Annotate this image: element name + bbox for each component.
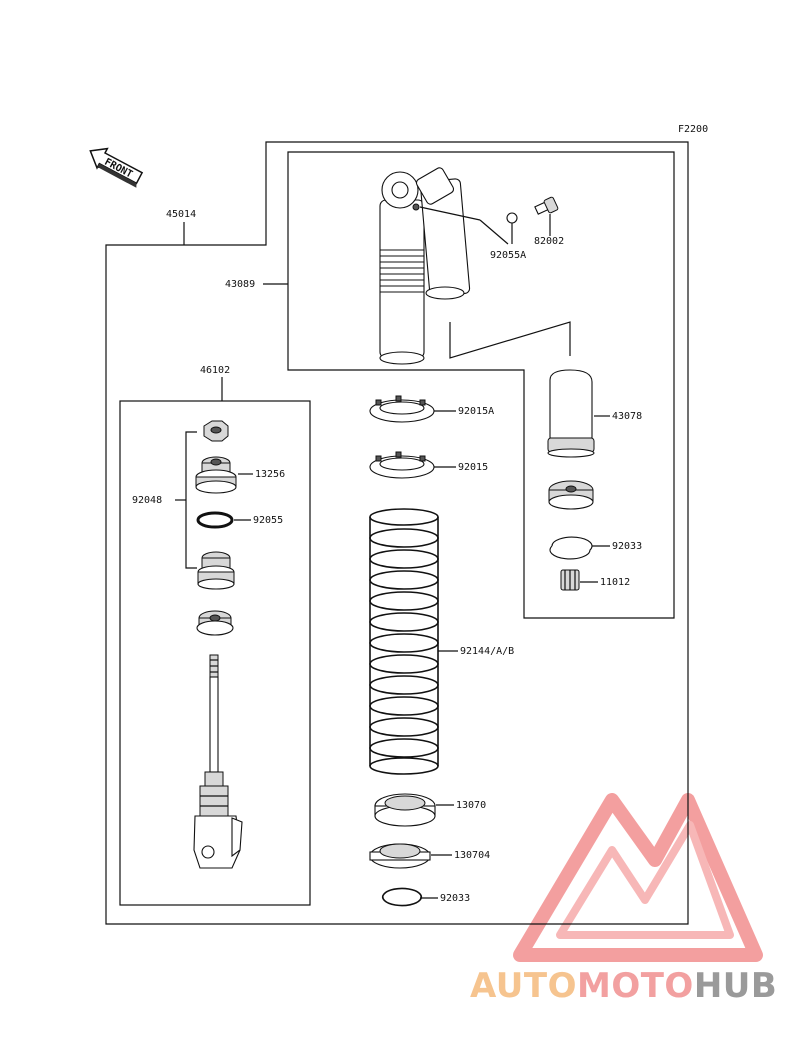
- callout-92015a: 92015A: [458, 406, 494, 417]
- leader-bladder: [449, 321, 571, 359]
- assembly-frame: [105, 141, 689, 925]
- callout-92033-b: 92033: [440, 893, 470, 904]
- callout-92033-a: 92033: [612, 541, 642, 552]
- watermark-logo: [513, 793, 763, 962]
- callout-92055: 92055: [253, 515, 283, 526]
- callout-43089: 43089: [225, 279, 255, 290]
- reservoir-frame: [287, 151, 675, 619]
- nut-92015: [369, 451, 435, 479]
- guide-130704: [369, 843, 431, 869]
- watermark-part3: HUB: [693, 966, 778, 1006]
- lower-seal: [197, 551, 235, 590]
- callout-82002: 82002: [534, 236, 564, 247]
- callout-13256: 13256: [255, 469, 285, 480]
- damper-rod: [193, 654, 243, 869]
- callout-43078: 43078: [612, 411, 642, 422]
- watermark-part2: MOTO: [576, 966, 694, 1006]
- bump-stop: [196, 610, 234, 636]
- watermark-text: AUTOMOTOHUB: [470, 966, 800, 1006]
- bladder-43078: [547, 369, 595, 458]
- callout-46102: 46102: [200, 365, 230, 376]
- callout-130704: 130704: [454, 850, 490, 861]
- valve-11012: [560, 569, 580, 591]
- callout-92048: 92048: [132, 495, 162, 506]
- bladder-cap: [548, 480, 594, 510]
- watermark-part1: AUTO: [470, 966, 577, 1006]
- callout-45014: 45014: [166, 209, 196, 220]
- shock-body: [379, 167, 471, 365]
- front-arrow-icon: FRONT: [89, 147, 144, 188]
- washer-92055a: [506, 212, 518, 224]
- screw-82002: [534, 196, 559, 215]
- nut-92015a: [369, 395, 435, 423]
- callout-92144: 92144/A/B: [460, 646, 514, 657]
- circlip-92033-b: [381, 887, 423, 907]
- spring-92144: [369, 508, 439, 775]
- callout-11012: 11012: [600, 577, 630, 588]
- guide-13070: [374, 793, 436, 827]
- seal-13256: [195, 456, 237, 494]
- top-nut: [203, 420, 229, 442]
- oring-92055: [196, 511, 234, 529]
- callout-13070: 13070: [456, 800, 486, 811]
- circlip-92033-a: [549, 536, 593, 560]
- callout-92055a: 92055A: [490, 250, 526, 261]
- damper-frame: [119, 400, 311, 906]
- callout-92015: 92015: [458, 462, 488, 473]
- diagram-code: F2200: [678, 124, 708, 135]
